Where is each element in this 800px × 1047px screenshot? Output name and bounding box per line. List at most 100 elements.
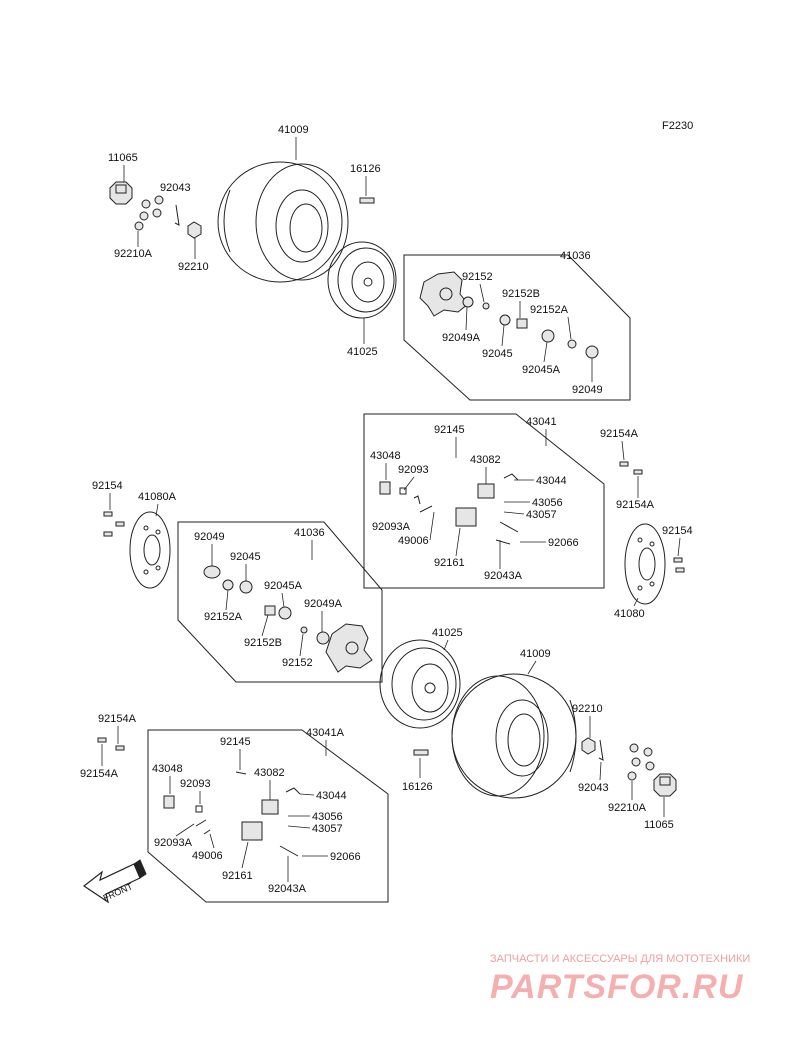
caliper-left-item-1: 92145 [220,736,251,748]
label-tire-top: 41009 [278,124,309,136]
hub-left-icon [325,623,373,673]
caliper-left-icon [163,771,301,857]
hub-left-item-5: 92049A [304,598,343,610]
caliper-right-item-2: 43048 [370,450,401,462]
caliper-left-item-12: 92043A [268,883,307,895]
brake-disc-right-icon [624,523,666,605]
bolt-icons-left [103,511,125,537]
rim-bottom-icon [379,639,461,729]
label-cap-top: 11065 [108,152,138,164]
hub-top-item-5: 92045 [482,348,513,360]
front-arrow-icon [82,859,147,904]
caliper-right-item-6: 43056 [532,497,563,509]
caliper-box-left [147,729,389,903]
tire-top-icon [217,161,349,283]
label-nut-top: 92210 [178,261,209,273]
caliper-left-item-9: 49006 [192,850,223,862]
hub-box-top [403,254,631,401]
caliper-left-item-6: 92093A [154,837,193,849]
brake-disc-left-icon [129,511,171,589]
cap-icon [653,773,677,797]
hub-left-item-6: 92152B [244,637,282,649]
figure-code: F2230 [662,120,693,132]
label-rim-top: 41025 [347,346,378,358]
bolt-icons-right [673,557,685,573]
hub-top-item-3: 92152A [530,304,569,316]
label-cotter-bottom: 92043 [578,782,609,794]
valve-icon [359,197,375,204]
wheel-nut-icon [581,737,596,755]
label-caliper-left: 43041A [306,727,345,739]
hub-top-item-2: 92152B [502,288,540,300]
hub-box-left [177,521,383,683]
label-rim-bottom: 41025 [432,627,463,639]
caliper-right-item-1: 92145 [434,424,465,436]
label-nut-a-top: 92210A [114,248,153,260]
caliper-right-item-10: 92161 [434,557,465,569]
label-cotter-top: 92043 [160,182,191,194]
caliper-right-item-7: 43057 [526,509,557,521]
caliper-right-item-5: 43044 [536,475,567,487]
bolt-icon [619,461,629,467]
caliper-left-item-4: 43082 [254,767,285,779]
caliper-left-item-7: 43056 [312,811,343,823]
tire-bottom-icon [451,673,577,799]
label-tire-bottom: 41009 [520,648,551,660]
wheel-nut-icon [187,221,202,239]
label-nut-a-bottom: 92210A [608,802,647,814]
hub-top-item-4: 92049A [442,332,481,344]
label-hub-top: 41036 [560,250,591,262]
caliper-right-item-8: 92093A [372,521,411,533]
label-nut-bottom: 92210 [572,703,603,715]
rim-top-icon [327,241,397,319]
label-bolt-a-right-top: 92154A [600,428,639,440]
label-cap-bottom: 11065 [644,819,674,831]
caliper-left-item-10: 92066 [330,851,361,863]
hub-top-item-7: 92049 [572,384,603,396]
label-caliper-right: 43041 [526,416,557,428]
hub-left-item-1: 92049 [194,531,225,543]
label-hub-left: 41036 [294,527,325,539]
label-bolt-a-left-top: 92154A [98,713,137,725]
watermark-line2: PARTSFOR.RU [490,968,744,1006]
hub-left-item-4: 92152A [204,611,243,623]
caliper-right-item-3: 92093 [398,464,429,476]
label-bolt-left: 92154 [92,480,123,492]
caliper-right-item-12: 92043A [484,570,523,582]
cotter-pin-icon [174,204,180,226]
label-bolt-a-right-bottom: 92154A [616,499,655,511]
label-valve-bottom: 16126 [402,781,433,793]
hub-left-item-3: 92045A [264,580,303,592]
hub-left-item-2: 92045 [230,551,261,563]
hub-left-item-icons [203,565,330,645]
caliper-box-right [363,413,605,589]
wheel-nut-cluster-icon [627,743,655,781]
caliper-left-item-8: 43057 [312,823,343,835]
label-bolt-right: 92154 [662,525,693,537]
label-disc-right: 41080 [614,608,645,620]
wheel-nut-cluster-icon [134,195,164,231]
caliper-left-item-3: 92093 [180,778,211,790]
hub-top-item-6: 92045A [522,364,561,376]
label-bolt-a-left-bottom: 92154A [80,768,119,780]
bolt-icons-left-caliper [97,737,125,751]
label-valve-top: 16126 [350,163,381,175]
hub-top-icon [419,271,469,317]
label-disc-left: 41080A [138,491,177,503]
caliper-right-item-11: 92066 [548,537,579,549]
caliper-left-item-2: 43048 [152,763,183,775]
caliper-left-item-11: 92161 [222,870,253,882]
valve-icon [413,749,429,756]
hub-left-item-7: 92152 [282,657,313,669]
caliper-left-item-5: 43044 [316,790,347,802]
hub-top-item-1: 92152 [462,271,493,283]
watermark-line1: ЗАПЧАСТИ И АКСЕССУАРЫ ДЛЯ МОТОТЕХНИКИ [490,953,750,965]
bolt-icon [633,469,643,475]
caliper-right-item-9: 49006 [398,535,429,547]
cotter-pin-icon [598,739,604,761]
caliper-right-item-4: 43082 [470,454,501,466]
cap-icon [109,181,133,205]
caliper-right-icon [379,473,519,545]
hub-top-item-icons [462,296,599,359]
